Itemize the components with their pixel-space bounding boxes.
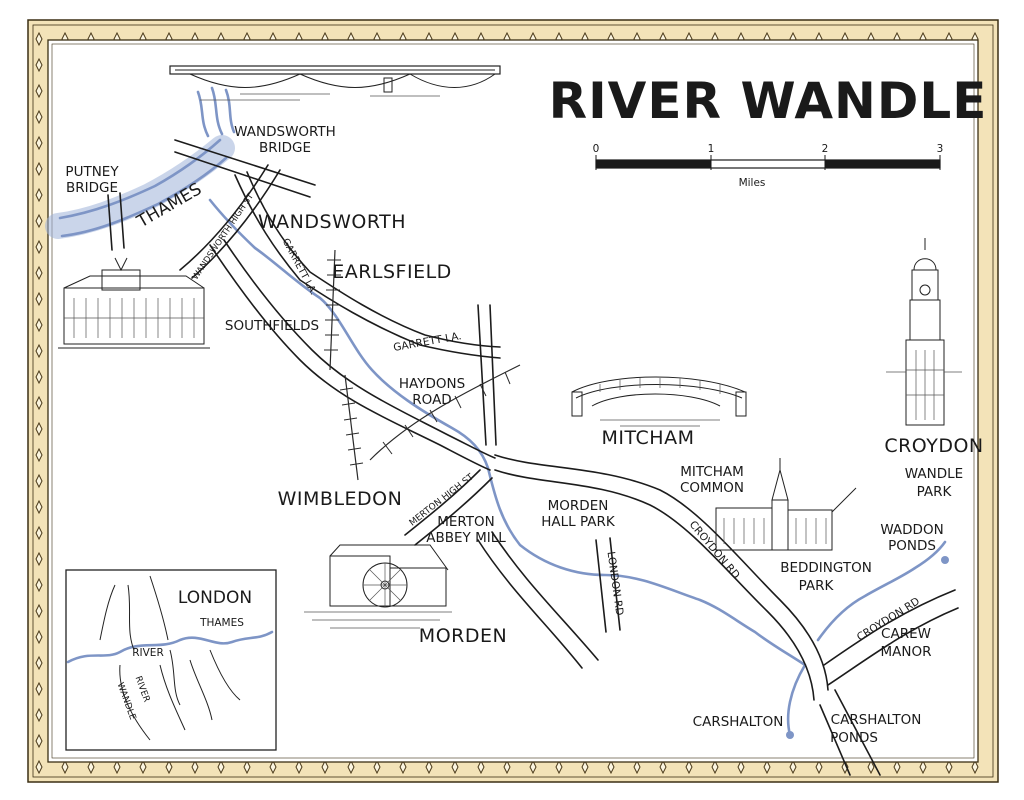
- haydons-road-label-1: HAYDONS: [399, 376, 465, 392]
- pub-building: [58, 257, 210, 349]
- river-wandle-croydon-branch: [816, 540, 947, 642]
- waddon-ponds-mark: [941, 556, 949, 564]
- scale-tick-2: 2: [822, 143, 829, 155]
- carew-manor-label-2: MANOR: [881, 644, 932, 660]
- scale-bar: 0 1 2 3 Miles: [593, 143, 944, 189]
- scale-tick-0: 0: [593, 143, 600, 155]
- railways: [324, 249, 521, 481]
- wandle-park-label-1: WANDLE: [905, 466, 963, 482]
- carshalton-label: CARSHALTON: [693, 714, 784, 730]
- inset-river-label: RIVER: [132, 647, 164, 659]
- waddon-ponds-label-1: WADDON: [880, 522, 943, 538]
- inset-london-label: LONDON: [178, 588, 252, 608]
- wandsworth-bridge-label-1: WANDSWORTH: [234, 124, 336, 140]
- place-labels: WANDSWORTH BRIDGE PUTNEY BRIDGE WANDSWOR…: [65, 124, 983, 746]
- map-title: RIVER WANDLE: [549, 72, 988, 130]
- scale-tick-1: 1: [708, 143, 715, 155]
- carshalton-ponds-label-1: CARSHALTON: [831, 712, 922, 728]
- croydon-label: CROYDON: [884, 435, 983, 457]
- carew-manor-label-1: CAREW: [881, 626, 931, 642]
- wandsworth-bridge-label-2: BRIDGE: [259, 140, 311, 156]
- inset-map: LONDON THAMES RIVER RIVER WANDLE: [65, 569, 277, 751]
- roads: [107, 139, 959, 776]
- river-wandle: [208, 198, 807, 737]
- beddington-park-label-2: PARK: [799, 578, 835, 594]
- mitcham-label: MITCHAM: [602, 427, 695, 449]
- mill-illustration: [304, 544, 452, 629]
- morden-label: MORDEN: [419, 625, 507, 647]
- mitcham-bridge-illustration: [571, 376, 747, 427]
- wandsworth-label: WANDSWORTH: [258, 211, 406, 233]
- southfields-label: SOUTHFIELDS: [225, 318, 319, 334]
- waddon-ponds-label-2: PONDS: [888, 538, 936, 554]
- scale-unit: Miles: [739, 177, 766, 189]
- haydons-road-label-2: ROAD: [412, 392, 451, 408]
- mitcham-common-buildings: [715, 458, 857, 551]
- putney-bridge-label-1: PUTNEY: [65, 164, 119, 180]
- inset-thames-label: THAMES: [199, 617, 244, 629]
- putney-bridge-label-2: BRIDGE: [66, 180, 118, 196]
- bridge-illustration: [169, 65, 501, 101]
- merton-abbey-mill-label-2: ABBEY MILL: [426, 530, 506, 546]
- mitcham-common-label-1: MITCHAM: [680, 464, 744, 480]
- earlsfield-label: EARLSFIELD: [332, 261, 452, 283]
- wandle-park-label-2: PARK: [917, 484, 953, 500]
- croydon-clock-tower: [886, 238, 962, 426]
- carshalton-ponds-mark: [786, 731, 794, 739]
- thames-river: [45, 86, 236, 239]
- wimbledon-label: WIMBLEDON: [278, 488, 403, 510]
- map-border: [27, 19, 999, 783]
- merton-abbey-mill-label-1: MERTON: [437, 514, 495, 530]
- beddington-park-label-1: BEDDINGTON: [780, 560, 872, 576]
- scale-tick-3: 3: [937, 143, 944, 155]
- morden-hall-park-label-2: HALL PARK: [541, 514, 616, 530]
- morden-hall-park-label-1: MORDEN: [548, 498, 609, 514]
- mitcham-common-label-2: COMMON: [680, 480, 744, 496]
- carshalton-ponds-label-2: PONDS: [830, 730, 878, 746]
